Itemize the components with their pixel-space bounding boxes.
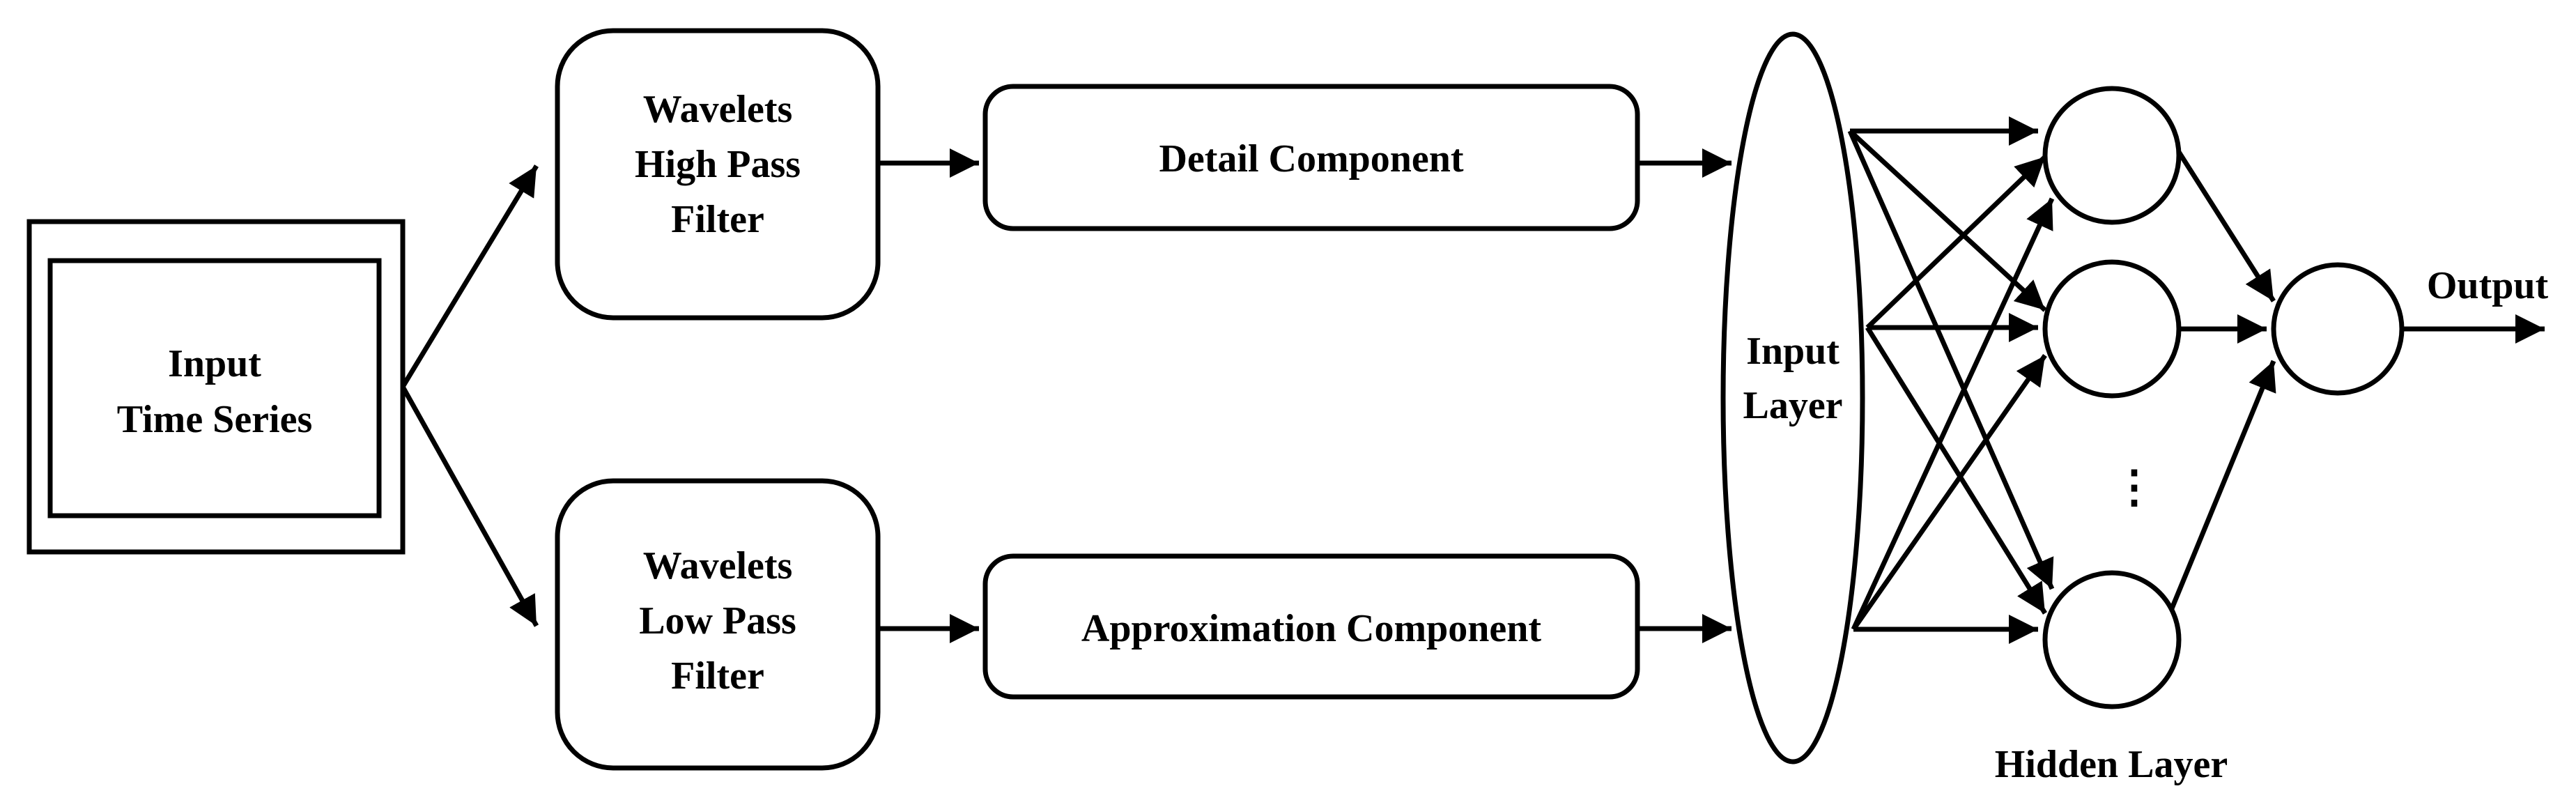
arrow-input-to-low-pass <box>400 385 539 627</box>
low-pass-label-line1: Wavelets <box>643 544 793 587</box>
connection-in2-h3 <box>1865 326 2047 615</box>
connection-in1-h2 <box>1848 129 2047 312</box>
high-pass-filter-block: Wavelets High Pass Filter <box>555 28 881 321</box>
hidden-to-output-connections <box>2168 151 2276 613</box>
input-block-inner-border <box>47 258 382 518</box>
hidden-layer-label: Hidden Layer <box>1995 743 2228 786</box>
low-pass-label-line2: Low Pass <box>639 599 796 643</box>
hidden-layer: ⋮ Hidden Layer <box>1995 86 2228 786</box>
input-layer: Input Layer <box>1720 31 1865 764</box>
detail-component-label: Detail Component <box>1159 137 1463 180</box>
input-block-label-line1: Input <box>168 342 261 385</box>
input-to-hidden-connections <box>1847 116 2055 644</box>
output-label: Output <box>2427 264 2549 307</box>
connection-h1-out <box>2177 151 2276 302</box>
connection-in3-h1 <box>1851 197 2055 631</box>
input-layer-label-line1: Input <box>1746 330 1840 373</box>
low-pass-filter-block: Wavelets Low Pass Filter <box>555 478 881 771</box>
input-layer-ellipse <box>1720 31 1865 764</box>
connection-h3-out <box>2168 360 2276 613</box>
hidden-neuron-3 <box>2042 570 2182 709</box>
high-pass-filter-box <box>555 28 881 321</box>
input-layer-label-line2: Layer <box>1743 384 1842 427</box>
hidden-neuron-2 <box>2042 259 2182 399</box>
approximation-component-label: Approximation Component <box>1081 607 1542 650</box>
high-pass-label-line2: High Pass <box>635 143 801 186</box>
high-pass-label-line1: Wavelets <box>643 88 793 131</box>
input-block-label-line2: Time Series <box>117 398 312 441</box>
low-pass-label-line3: Filter <box>671 654 764 698</box>
approximation-component-block: Approximation Component <box>982 553 1640 700</box>
low-pass-filter-box <box>555 478 881 771</box>
high-pass-label-line3: Filter <box>671 198 764 241</box>
detail-component-block: Detail Component <box>982 84 1640 231</box>
hidden-neuron-ellipsis: ⋮ <box>2112 462 2157 512</box>
connection-in3-h2 <box>1851 353 2047 631</box>
input-time-series-block: Input Time Series <box>26 219 406 555</box>
output-node: Output <box>2271 262 2549 396</box>
output-neuron <box>2271 262 2405 396</box>
connection-in2-h1 <box>1865 155 2047 330</box>
detail-component-box <box>982 84 1640 231</box>
arrow-input-to-high-pass <box>401 164 539 388</box>
hidden-neuron-1 <box>2042 86 2182 225</box>
connection-in1-h3 <box>1847 130 2055 590</box>
